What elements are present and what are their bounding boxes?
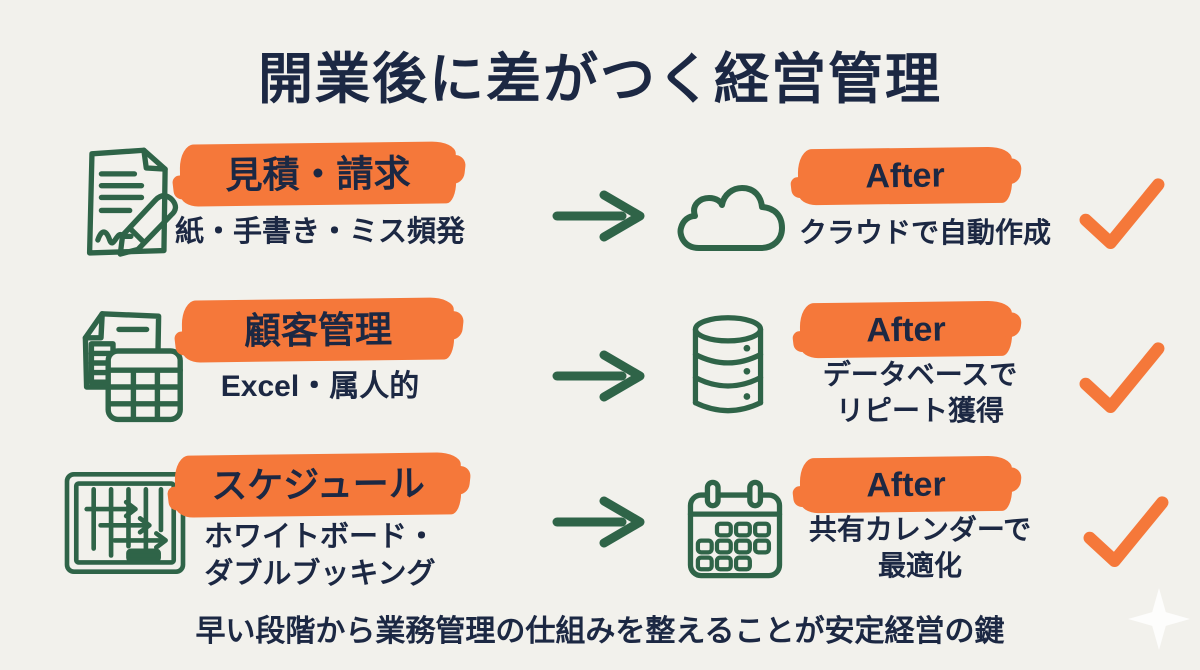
before-text-row3: ホワイトボード・ ダブルブッキング xyxy=(150,519,490,593)
label-badge-schedule: スケジュール xyxy=(174,452,462,518)
after-text-row1: クラウドで自動作成 xyxy=(770,215,1080,251)
after-label: After xyxy=(866,465,946,504)
label-badge-kokyaku: 顧客管理 xyxy=(181,297,455,363)
spreadsheet-icon xyxy=(64,303,186,423)
calendar-icon xyxy=(682,476,788,582)
footer-message: 早い段階から業務管理の仕組みを整えることが安定経営の鍵 xyxy=(195,615,1005,648)
after-label: After xyxy=(865,156,945,196)
after-badge-row1: After xyxy=(797,146,1013,206)
before-line: ダブルブッキング xyxy=(204,558,436,591)
checkmark-icon xyxy=(1080,494,1172,578)
document-pen-icon xyxy=(66,142,184,260)
before-line: 紙・手書き・ミス頻発 xyxy=(174,216,465,248)
after-line: データベースで xyxy=(822,359,1018,390)
label-badge-mitsumori: 見積・請求 xyxy=(179,141,457,207)
cloud-icon xyxy=(670,172,792,264)
arrow-right-icon xyxy=(548,186,652,242)
database-icon xyxy=(686,310,770,420)
after-badge-row2: After xyxy=(799,300,1013,359)
checkmark-icon xyxy=(1076,176,1168,260)
after-line: 共有カレンダーで xyxy=(808,514,1032,545)
whiteboard-icon xyxy=(60,465,190,581)
after-line: クラウドで自動作成 xyxy=(798,217,1051,248)
after-text-row2: データベースで リピート獲得 xyxy=(770,357,1070,429)
after-badge-row3: After xyxy=(799,455,1013,514)
page-title: 開業後に差がつく経営管理 xyxy=(257,48,942,110)
arrow-right-icon xyxy=(548,492,652,548)
after-line: リピート獲得 xyxy=(835,394,1004,426)
label-text: スケジュール xyxy=(211,462,425,507)
after-label: After xyxy=(866,310,946,349)
after-line: 最適化 xyxy=(877,549,962,581)
label-text: 見積・請求 xyxy=(225,152,411,196)
checkmark-icon xyxy=(1076,340,1168,424)
before-text-row2: Excel・属人的 xyxy=(150,368,490,406)
before-text-row1: 紙・手書き・ミス頻発 xyxy=(150,214,490,251)
label-text: 顧客管理 xyxy=(243,308,393,352)
before-line: ホワイトボード・ xyxy=(203,521,436,553)
arrow-right-icon xyxy=(548,346,652,402)
before-line: Excel・属人的 xyxy=(220,370,420,403)
after-text-row3: 共有カレンダーで 最適化 xyxy=(770,512,1070,584)
